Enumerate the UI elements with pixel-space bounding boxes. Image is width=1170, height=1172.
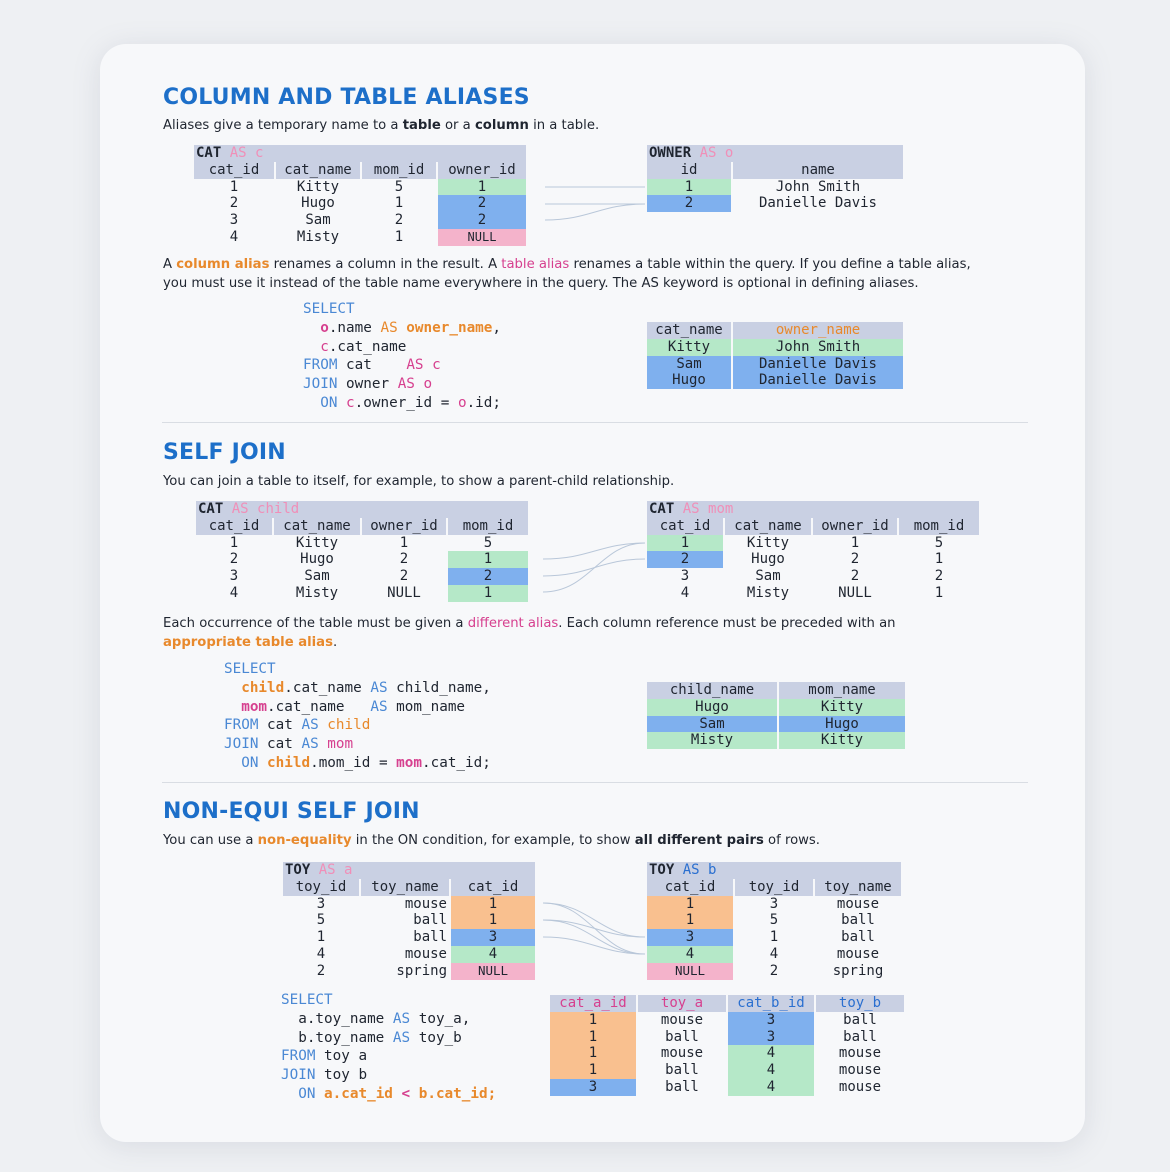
section-title-self-join: SELF JOIN <box>163 440 286 465</box>
connector-line <box>542 542 646 560</box>
connector-line <box>542 542 646 593</box>
divider <box>162 422 1028 423</box>
aliases-sql-code: SELECT o.name AS owner_name, c.cat_name … <box>303 301 501 411</box>
self-join-sql-code: SELECT child.cat_name AS child_name, mom… <box>224 661 491 771</box>
connector-line <box>542 936 646 955</box>
divider <box>162 782 1028 783</box>
aliases-explain-line1: A column alias renames a column in the r… <box>163 257 971 272</box>
self-join-intro: You can join a table to itself, for exam… <box>163 474 675 489</box>
connector-line <box>542 919 646 955</box>
self-join-explain-line2: appropriate table alias. <box>163 635 338 650</box>
section-title-aliases: COLUMN AND TABLE ALIASES <box>163 85 530 110</box>
aliases-explain-line2: you must use it instead of the table nam… <box>163 276 919 291</box>
non-equi-intro: You can use a non-equality in the ON con… <box>163 833 820 848</box>
connector-line <box>542 902 646 938</box>
connector-line <box>542 919 646 938</box>
aliases-intro: Aliases give a temporary name to a table… <box>163 118 600 133</box>
cheat-sheet-card <box>100 44 1085 1142</box>
section-title-non-equi: NON-EQUI SELF JOIN <box>163 799 420 824</box>
connector-line <box>544 203 646 221</box>
self-join-explain-line1: Each occurrence of the table must be giv… <box>163 616 896 631</box>
non-equi-sql-code: SELECT a.toy_name AS toy_a, b.toy_name A… <box>281 992 497 1102</box>
